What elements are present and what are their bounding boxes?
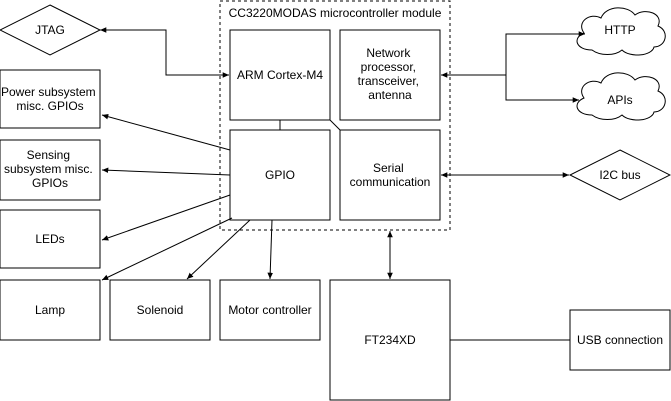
http-label: HTTP [604, 23, 635, 37]
network-processor-label: Network processor, transceiver, antenna [358, 46, 423, 102]
gpio-solenoid-connector [186, 219, 251, 280]
sensing-subsystem-label: Sensing subsystem misc. GPIOs [4, 148, 96, 190]
sensing-line: Sensing [27, 148, 70, 162]
lamp-label: Lamp [35, 303, 65, 317]
leds-label: LEDs [35, 232, 64, 246]
gpio-leds-connector [101, 194, 231, 241]
jtag-shape [0, 4, 102, 56]
sensing-line: GPIOs [32, 176, 68, 190]
jtag-node: JTAG [0, 4, 102, 56]
serial-line: communication [350, 175, 431, 189]
connectors [100, 27, 585, 341]
ft234xd-label: FT234XD [364, 333, 416, 347]
gpio-node: GPIO [229, 129, 331, 221]
motor-controller-label: Motor controller [228, 303, 311, 317]
leds-box [0, 209, 101, 269]
i2c-bus-node: I2C bus [568, 149, 671, 201]
lamp-box [0, 279, 101, 341]
serial-communication-box [339, 129, 441, 221]
power-subsystem-box [0, 69, 101, 129]
sensing-subsystem-node: Sensing subsystem misc. GPIOs [0, 139, 101, 201]
http-cloud-node: HTTP [576, 7, 666, 56]
gpio-sensing-connector [101, 167, 231, 176]
power-subsystem-node: Power subsystem misc. GPIOs [0, 69, 101, 129]
network-line: transceiver, [358, 74, 419, 88]
apis-cloud-node: APIs [576, 72, 666, 121]
gpio-box [229, 129, 331, 221]
arm-cortex-node: ARM Cortex-M4 [229, 29, 331, 121]
module-title: CC3220MODAS microcontroller module [229, 6, 442, 20]
network-line: processor, [361, 60, 416, 74]
apis-label: APIs [607, 93, 632, 107]
module-boundary [219, 0, 451, 231]
motor-controller-node: Motor controller [219, 279, 321, 341]
serial-line: Serial [373, 161, 404, 175]
gpio-label: GPIO [265, 168, 295, 182]
network-http-connector [505, 31, 585, 75]
arm-cortex-box [229, 29, 331, 121]
power-subsystem-label: Power subsystem misc. GPIOs [1, 85, 99, 113]
solenoid-label: Solenoid [137, 303, 184, 317]
usb-connection-label: USB connection [577, 333, 663, 347]
arm-cortex-label: ARM Cortex-M4 [237, 68, 323, 82]
solenoid-box [109, 279, 211, 341]
network-processor-box [339, 29, 441, 121]
usb-connection-node: USB connection [569, 309, 671, 371]
leds-node: LEDs [0, 209, 101, 269]
microcontroller-module: CC3220MODAS microcontroller module [219, 0, 451, 231]
network-apis-connector [505, 75, 579, 103]
gpio-power-connector [101, 113, 231, 151]
network-line: Network [366, 46, 411, 60]
power-line: misc. GPIOs [16, 99, 83, 113]
power-line: Power subsystem [1, 85, 96, 99]
jtag-arm-connector [100, 27, 229, 78]
network-line: antenna [368, 88, 412, 102]
ft234xd-node: FT234XD [329, 279, 451, 401]
usb-connection-box [569, 309, 671, 371]
network-processor-node: Network processor, transceiver, antenna [339, 29, 441, 121]
jtag-label: JTAG [35, 23, 65, 37]
apis-cloud-shape [576, 72, 666, 121]
serial-communication-label: Serial communication [350, 161, 431, 189]
arm-serial-connector [329, 119, 341, 131]
i2c-bus-label: I2C bus [599, 168, 640, 182]
solenoid-node: Solenoid [109, 279, 211, 341]
motor-controller-box [219, 279, 321, 341]
sensing-line: subsystem misc. [4, 162, 93, 176]
gpio-motor-connector [267, 219, 274, 280]
serial-communication-node: Serial communication [339, 129, 441, 221]
sensing-subsystem-box [0, 139, 101, 201]
http-cloud-shape [576, 7, 666, 56]
lamp-node: Lamp [0, 279, 101, 341]
i2c-bus-shape [568, 149, 671, 201]
gpio-lamp-connector [101, 217, 233, 281]
